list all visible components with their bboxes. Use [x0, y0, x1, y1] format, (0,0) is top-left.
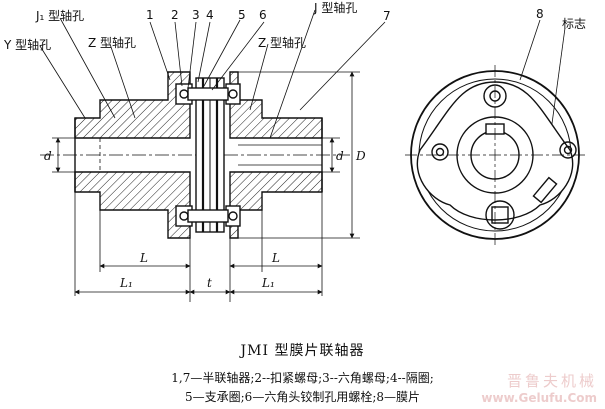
right-hub-lower [229, 171, 323, 239]
label-2: 2 [171, 8, 179, 22]
label-3: 3 [192, 8, 200, 22]
end-view [405, 65, 585, 245]
dimension-lines [52, 71, 360, 302]
dim-d-right: d [336, 149, 344, 163]
dim-t: t [207, 276, 212, 290]
coupling-drawing: J₁ 型轴孔 Y 型轴孔 Z 型轴孔 1 2 3 4 5 6 J 型轴孔 7 Z… [3, 0, 586, 302]
label-j1-hole: J₁ 型轴孔 [35, 8, 84, 23]
dim-L1-right: L₁ [261, 276, 275, 290]
watermark-url: www.Gelufu.Com [481, 391, 597, 405]
label-7: 7 [383, 9, 391, 23]
label-6: 6 [259, 8, 267, 22]
section-view [40, 71, 350, 239]
figure-title: JMI 型膜片联轴器 [240, 343, 365, 359]
label-biaozhi: 标志 [562, 17, 586, 31]
dim-L1-left: L₁ [119, 276, 133, 290]
label-y-hole: Y 型轴孔 [3, 37, 51, 52]
label-5: 5 [238, 8, 246, 22]
label-8: 8 [536, 7, 544, 21]
bolt-right [559, 141, 577, 159]
dim-L-right: L [271, 251, 280, 265]
bolt-left [431, 143, 449, 161]
watermark-text: 晋鲁夫机械 [506, 372, 597, 390]
left-hub-lower [74, 171, 191, 239]
leader-lines [39, 9, 566, 176]
lower-bolt [187, 209, 229, 223]
bolt-bottom [485, 200, 515, 230]
label-j-hole: J 型轴孔 [313, 0, 357, 15]
label-z-hole-left: Z 型轴孔 [88, 35, 136, 50]
upper-bolt [187, 87, 229, 101]
right-hub-upper [229, 71, 323, 139]
watermark: 晋鲁夫机械 www.Gelufu.Com [481, 370, 597, 405]
dim-d-left: d [44, 149, 52, 163]
label-1: 1 [146, 8, 154, 22]
left-hub-upper [74, 71, 191, 139]
label-z-hole-right: Z 型轴孔 [258, 35, 306, 50]
legend-line-2: 5—支承圈;6—六角头铰制孔用螺栓;8—膜片 [185, 390, 420, 404]
dim-D: D [355, 149, 366, 163]
dim-L-left: L [139, 251, 148, 265]
legend-line-1: 1,7—半联轴器;2--扣紧螺母;3--六角螺母;4--隔圈; [171, 371, 434, 385]
mark-tag [532, 176, 558, 204]
label-4: 4 [206, 8, 214, 22]
